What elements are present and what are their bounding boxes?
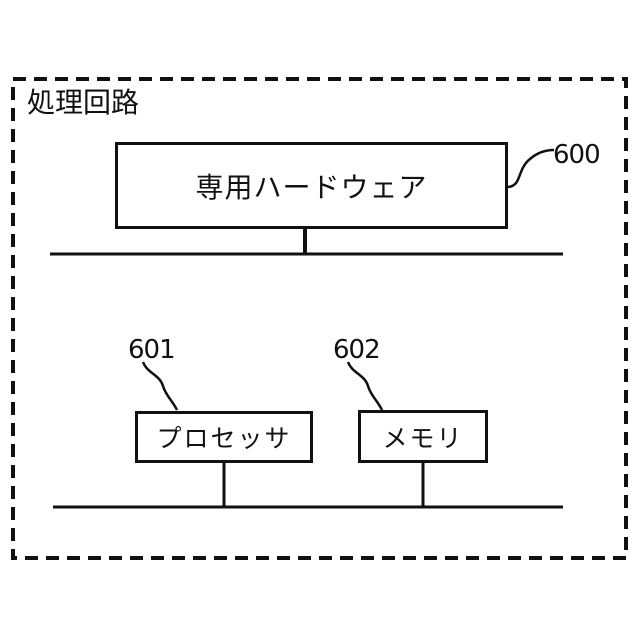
ref-label-601: 601	[128, 335, 176, 365]
dedicated-hardware-box: 専用ハードウェア	[115, 142, 508, 229]
memory-label: メモリ	[382, 423, 464, 453]
processor-box: プロセッサ	[135, 411, 313, 463]
processing-circuit-label: 処理回路	[27, 86, 140, 119]
ref-label-600: 600	[553, 140, 601, 170]
leader-line-602	[346, 361, 384, 411]
memory-box: メモリ	[358, 410, 488, 463]
ref-label-602: 602	[333, 335, 381, 365]
leader-line-601	[141, 361, 179, 411]
processing-circuit-dashed-border	[11, 77, 628, 560]
dedicated-hardware-label: 専用ハードウェア	[195, 170, 428, 204]
processor-label: プロセッサ	[156, 424, 292, 453]
leader-line-600	[507, 148, 555, 189]
